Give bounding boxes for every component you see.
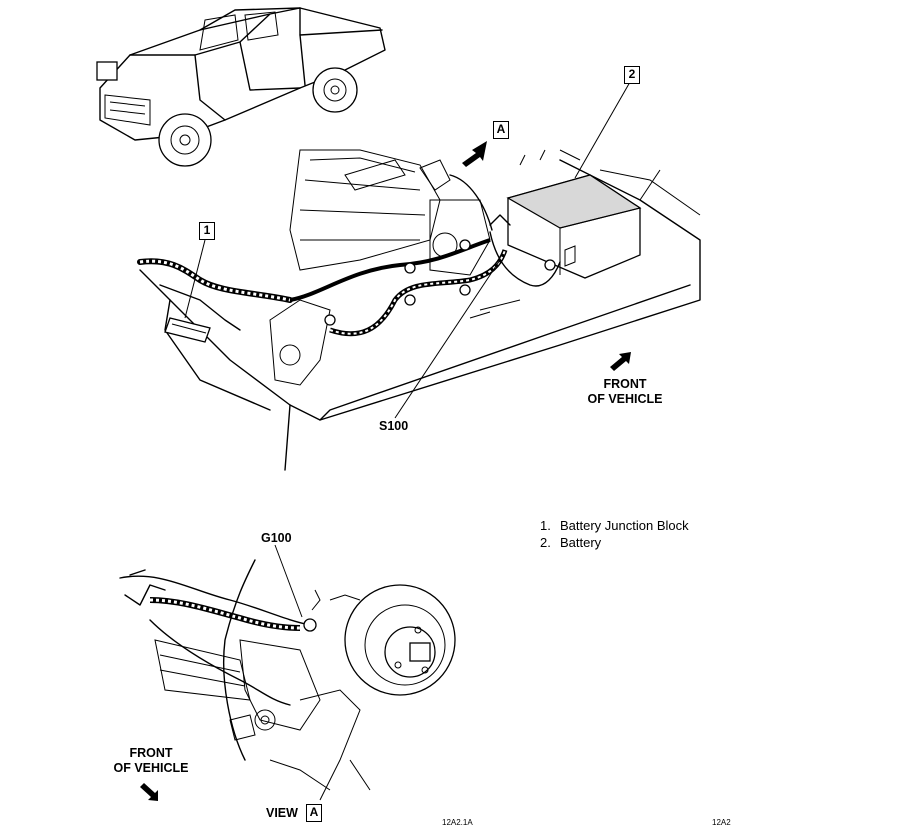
- front-of-vehicle-bottom: FRONT OF VEHICLE: [106, 746, 196, 776]
- leader-lines: [184, 81, 631, 618]
- front-bottom-line1: FRONT: [129, 746, 173, 760]
- legend-num-1: 1.: [540, 518, 551, 533]
- s100-label: S100: [379, 419, 409, 433]
- view-a-box: A: [306, 804, 322, 822]
- view-a-marker-box: A: [493, 121, 509, 139]
- view-a-illustration: [119, 559, 456, 801]
- front-bottom-line2: OF VEHICLE: [113, 761, 189, 775]
- callout-2-box: 2: [624, 66, 640, 84]
- g100-label: G100: [261, 531, 292, 545]
- view-label: VIEW: [266, 806, 298, 820]
- battery: [506, 174, 642, 279]
- legend-num-2: 2.: [540, 535, 551, 550]
- legend-text-1: Battery Junction Block: [560, 518, 689, 533]
- front-arrow-icon: [610, 352, 631, 371]
- front-top-line2: OF VEHICLE: [587, 392, 663, 406]
- legend-item-2: 2. Battery: [540, 535, 601, 550]
- location-marker: [96, 61, 118, 81]
- legend-text-2: Battery: [560, 535, 602, 550]
- callout-1-box: 1: [199, 222, 215, 240]
- view-a-arrow-icon: [462, 141, 487, 167]
- junction-block: [164, 317, 211, 343]
- legend-item-1: 1. Battery Junction Block: [540, 518, 689, 533]
- front-arrow-down-icon: [140, 783, 158, 801]
- figure-code-a: 12A2.1A: [442, 818, 473, 827]
- arrows: [140, 141, 631, 801]
- front-of-vehicle-top: FRONT OF VEHICLE: [580, 377, 670, 407]
- wiring-harness: [137, 174, 561, 343]
- figure-code-b: 12A2: [712, 818, 731, 827]
- front-top-line1: FRONT: [603, 377, 647, 391]
- truck-illustration: [96, 7, 386, 167]
